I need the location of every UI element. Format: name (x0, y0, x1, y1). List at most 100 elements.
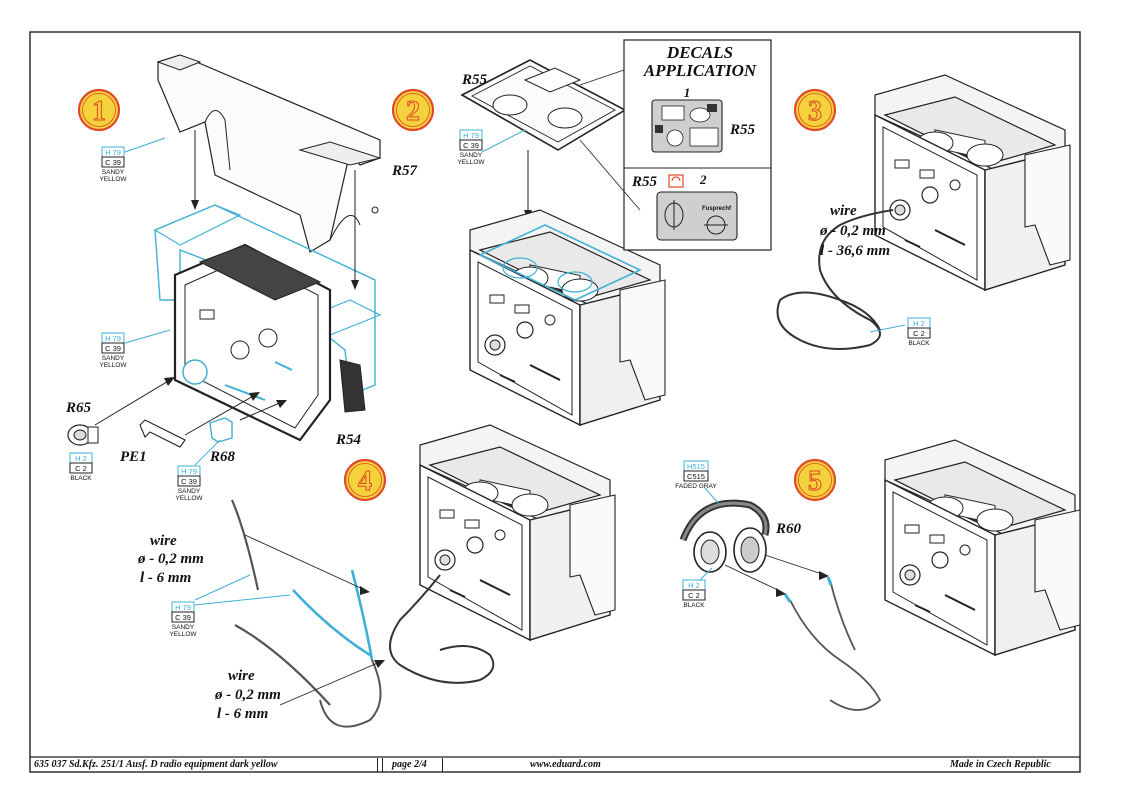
paint-box-sy-4: H 79 C 39 SANDY YELLOW (457, 129, 485, 166)
paint-box-black-5: H 2 C 2 BLACK (682, 579, 706, 609)
svg-text:SANDY: SANDY (102, 355, 125, 362)
svg-text:SANDY: SANDY (460, 152, 483, 159)
wire-piece-a (230, 499, 260, 591)
decals-panel (579, 39, 772, 251)
svg-text:SANDY: SANDY (172, 624, 195, 631)
decal-part-b: R55 (631, 174, 658, 190)
label-pe1: PE1 (120, 449, 147, 465)
label-r65: R65 (65, 400, 92, 416)
wire3-dia: ø - 0,2 mm (819, 223, 886, 239)
svg-text:C 2: C 2 (688, 591, 700, 600)
svg-text:FADED GRAY: FADED GRAY (675, 483, 717, 490)
r65-part (67, 424, 99, 446)
wire-joined (319, 659, 382, 728)
svg-text:BLACK: BLACK (683, 602, 705, 609)
wire4a-dia: ø - 0,2 mm (137, 551, 204, 567)
svg-text:C 39: C 39 (463, 141, 479, 150)
step-4-number: 4 (358, 466, 372, 497)
step-4-radio-box (419, 424, 616, 641)
decal-num-1: 1 (684, 85, 691, 100)
step-2-number: 2 (406, 96, 420, 127)
wire-piece-blue-a (292, 589, 371, 657)
svg-text:SANDY: SANDY (102, 169, 125, 176)
svg-text:C 2: C 2 (75, 464, 87, 473)
paint-box-black-1: H 2 C 2 BLACK (69, 452, 93, 482)
step-4-group: 4 (194, 424, 616, 728)
footer-product: 635 037 Sd.Kfz. 251/1 Ausf. D radio equi… (34, 759, 278, 770)
footer-url[interactable]: www.eduard.com (530, 759, 601, 770)
step-5-badge: 5 (793, 458, 837, 502)
label-r57: R57 (391, 163, 418, 179)
paint-box-sy-2: H 79 C 39 SANDY YELLOW (99, 332, 127, 369)
step-3-badge: 3 (793, 88, 837, 132)
paint-box-sy-1: H 79 C 39 SANDY YELLOW (99, 146, 127, 183)
step-2-lid-highlight (478, 224, 642, 301)
step-3-radio-box (874, 74, 1071, 291)
paint-box-sy-3: H 79 C 39 SANDY YELLOW (175, 465, 203, 502)
decal-num-2: 2 (699, 172, 707, 187)
step-5-number: 5 (808, 466, 822, 497)
svg-text:BLACK: BLACK (908, 340, 930, 347)
wire4b-len: l - 6 mm (217, 706, 268, 722)
svg-text:YELLOW: YELLOW (99, 176, 127, 183)
svg-text:C 39: C 39 (175, 613, 191, 622)
decals-title-1: DECALS (666, 43, 733, 62)
svg-text:C 39: C 39 (105, 344, 121, 353)
r60-cord (789, 599, 882, 711)
paint-box-black-3: H 2 C 2 BLACK (907, 317, 931, 347)
wire3-len: l - 36,6 mm (820, 243, 890, 259)
r60-headphones (679, 499, 770, 573)
wire3-label: wire (830, 203, 857, 219)
svg-text:H 2: H 2 (75, 454, 87, 463)
label-r54: R54 (335, 432, 362, 448)
step-4-badge: 4 (343, 458, 387, 502)
svg-text:C 39: C 39 (181, 477, 197, 486)
paint-boxes: H 79 C 39 SANDY YELLOW H 79 C 39 SANDY Y… (69, 129, 931, 638)
svg-text:H 79: H 79 (175, 603, 191, 612)
svg-text:YELLOW: YELLOW (99, 362, 127, 369)
svg-text:SANDY: SANDY (178, 488, 201, 495)
decals-title-2: APPLICATION (643, 61, 757, 80)
label-r60: R60 (775, 521, 802, 537)
step-3-number: 3 (808, 96, 822, 127)
footer: 635 037 Sd.Kfz. 251/1 Ausf. D radio equi… (30, 758, 1080, 772)
label-r55: R55 (461, 72, 488, 88)
step-1-radio-front (173, 243, 366, 442)
svg-text:H515: H515 (687, 462, 705, 471)
step-1-number: 1 (92, 96, 106, 127)
svg-text:C515: C515 (687, 472, 705, 481)
step-5-group: 5 (679, 439, 1081, 711)
svg-text:C 2: C 2 (913, 329, 925, 338)
footer-page: page 2/4 (392, 759, 427, 770)
wire4a-len: l - 6 mm (140, 570, 191, 586)
svg-text:YELLOW: YELLOW (169, 631, 197, 638)
r68-part (209, 417, 233, 443)
sheet-border (29, 31, 1081, 773)
wire-piece-blue-b (350, 569, 374, 661)
r55-lid (460, 59, 627, 151)
pe1-handle (139, 419, 186, 448)
decal-fusprechf: Fusprechf (702, 206, 732, 212)
step-2-badge: 2 (391, 88, 435, 132)
wire4a-label: wire (150, 533, 177, 549)
svg-text:BLACK: BLACK (70, 475, 92, 482)
svg-text:YELLOW: YELLOW (175, 495, 203, 502)
step-1-group: 1 (67, 54, 382, 466)
svg-text:H 79: H 79 (105, 334, 121, 343)
svg-text:YELLOW: YELLOW (457, 159, 485, 166)
paint-box-sy-5: H 79 C 39 SANDY YELLOW (169, 601, 197, 638)
svg-text:H 79: H 79 (181, 467, 197, 476)
svg-text:H 2: H 2 (913, 319, 925, 328)
svg-text:H 2: H 2 (688, 581, 700, 590)
wire4b-dia: ø - 0,2 mm (214, 687, 281, 703)
step-3-group: 3 (776, 74, 1071, 350)
paint-box-fg: H515 C515 FADED GRAY (675, 460, 717, 490)
r57-bracket (156, 54, 382, 253)
step-4-loop-wire (389, 574, 495, 684)
step-1-badge: 1 (77, 88, 121, 132)
step-2-group: 2 (391, 39, 772, 426)
wire4b-label: wire (228, 668, 255, 684)
svg-text:H 79: H 79 (105, 148, 121, 157)
wire-piece-b (234, 624, 331, 706)
